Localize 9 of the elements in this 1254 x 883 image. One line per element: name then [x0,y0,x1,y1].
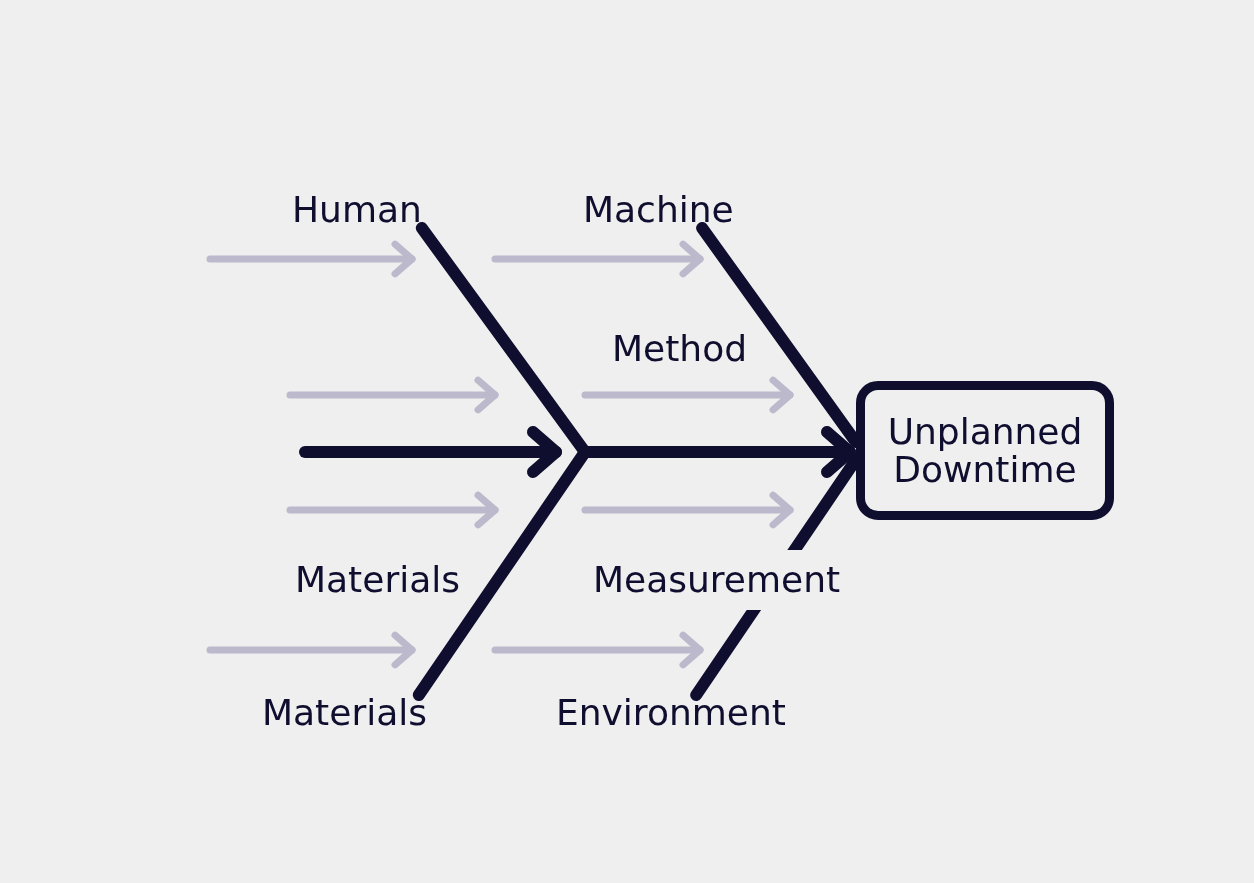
category-label: Machine [583,192,734,228]
category-label: Measurement [593,562,841,598]
category-label: Materials [295,562,460,598]
category-label: Human [292,192,422,228]
category-label: Materials [262,695,427,731]
category-label: Environment [556,695,786,731]
category-label: Method [612,331,748,367]
box-label: Unplanned Downtime [887,412,1083,489]
result-box [856,381,1114,520]
